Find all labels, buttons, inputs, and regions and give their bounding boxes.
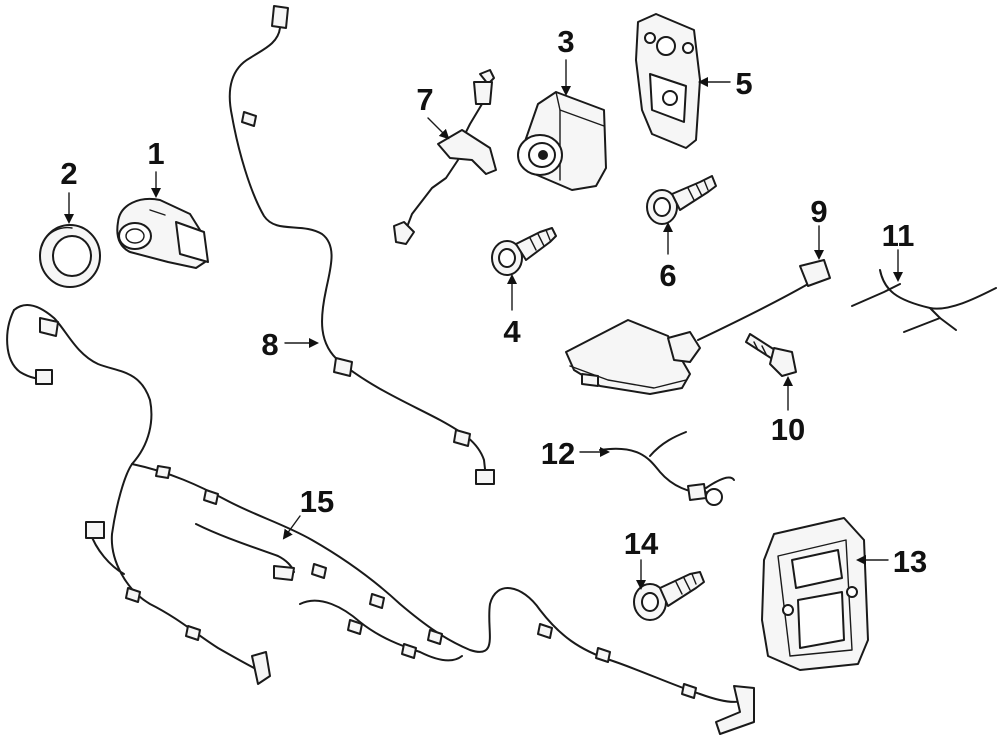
- part-6-bolt: [646, 175, 717, 225]
- callout-15: 15: [300, 484, 334, 519]
- callout-2: 2: [60, 156, 77, 191]
- callout-arrows: [64, 59, 903, 590]
- callout-6: 6: [659, 258, 676, 293]
- part-13-module: [761, 517, 869, 671]
- callout-13: 13: [893, 544, 927, 579]
- callout-8: 8: [261, 327, 278, 362]
- callout-5: 5: [735, 66, 752, 101]
- part-10-bolt: [745, 333, 797, 377]
- arrow-7: [427, 117, 450, 140]
- callout-3: 3: [557, 24, 574, 59]
- arrow-15: [282, 515, 301, 540]
- part-15-main-harness: [6, 303, 755, 735]
- part-2-sensor-ring: [39, 224, 101, 288]
- part-12-pigtail: [599, 431, 735, 506]
- part-9-control-module: [565, 259, 831, 395]
- part-1-parking-sensor: [116, 198, 209, 269]
- callout-1: 1: [147, 136, 164, 171]
- part-14-bolt: [633, 571, 705, 621]
- callout-10: 10: [771, 412, 805, 447]
- callout-7: 7: [416, 82, 433, 117]
- part-3-camera: [517, 91, 607, 191]
- part-8-harness: [228, 5, 495, 485]
- part-11-wire-harness: [851, 269, 997, 333]
- callout-12: 12: [541, 436, 575, 471]
- callout-11: 11: [882, 218, 915, 253]
- part-4-bolt: [491, 227, 557, 276]
- part-5-mounting-bracket: [635, 13, 701, 149]
- callout-9: 9: [810, 194, 827, 229]
- part-7-sensor-bracket: [393, 69, 497, 245]
- callout-14: 14: [624, 526, 659, 561]
- callout-labels: 1 2 3 4 5 6 7 8 9 10 11 12 13 14 15: [60, 24, 927, 579]
- callout-4: 4: [503, 314, 521, 349]
